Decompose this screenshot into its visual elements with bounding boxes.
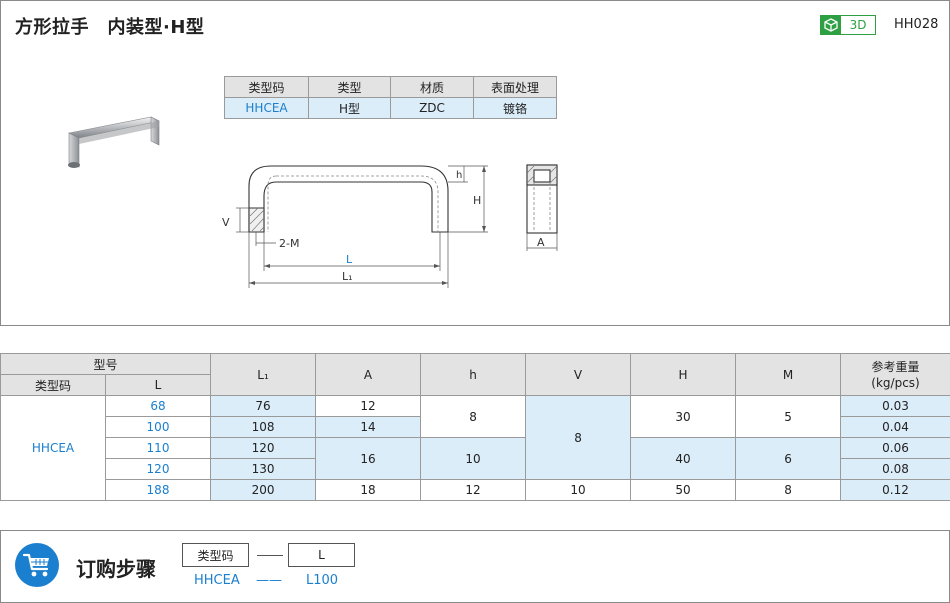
L1-cell: 120: [210, 437, 317, 459]
col-header-h: h: [420, 353, 527, 396]
L-cell: 100: [104, 416, 212, 438]
L-cell: 188: [104, 479, 212, 501]
type-code-cell: HHCEA: [0, 395, 106, 501]
3d-label: 3D: [849, 18, 867, 32]
model-group-header: 型号: [0, 353, 212, 375]
order-example-L: L100: [306, 573, 339, 588]
L1-cell: 108: [210, 416, 317, 438]
sub-header-type-code: 类型码: [0, 374, 106, 396]
M-cell: 8: [735, 479, 842, 501]
spec-header: 材质: [390, 76, 474, 98]
col-header-weight: 参考重量 (kg/pcs): [840, 353, 950, 396]
A-cell: 18: [315, 479, 422, 501]
L-cell: 120: [104, 458, 212, 480]
spec-header: 类型: [308, 76, 391, 98]
col-header-M: M: [735, 353, 842, 396]
dimensions-table: 型号 L₁ A h V H M 参考重量 (kg/pcs) 类型码 L HHCE…: [0, 353, 950, 501]
spec-cell: HHCEA: [224, 97, 309, 119]
weight-cell: 0.06: [840, 437, 950, 459]
spec-table: 类型码 类型 材质 表面处理 HHCEA H型 ZDC 镀铬: [224, 76, 557, 119]
V-cell: 10: [525, 479, 632, 501]
order-steps-panel: 订购步骤 类型码 L HHCEA —— L100: [0, 530, 950, 603]
weight-cell: 0.08: [840, 458, 950, 480]
order-box-L: L: [288, 543, 355, 567]
col-header-V: V: [525, 353, 632, 396]
cart-icon: [15, 543, 59, 587]
sub-header-L: L: [104, 374, 212, 396]
col-header-L1: L₁: [210, 353, 317, 396]
L1-cell: 130: [210, 458, 317, 480]
label-L: L: [346, 253, 353, 266]
order-example-dash: ——: [256, 573, 282, 588]
order-connector: [257, 555, 283, 556]
front-view-drawing: V h H 2-M L L₁: [222, 165, 488, 288]
H-cell: 40: [630, 437, 737, 480]
spec-cell: H型: [308, 97, 391, 119]
cube-icon: [821, 16, 841, 34]
spec-header: 表面处理: [473, 76, 557, 98]
order-steps-title: 订购步骤: [76, 557, 156, 581]
spec-cell: ZDC: [390, 97, 474, 119]
h-cell: 8: [420, 395, 527, 438]
label-V: V: [222, 216, 230, 229]
order-example-type-code: HHCEA: [194, 573, 240, 588]
handle-photo: [68, 116, 160, 168]
weight-cell: 0.04: [840, 416, 950, 438]
spec-cell: 镀铬: [473, 97, 557, 119]
M-cell: 5: [735, 395, 842, 438]
L1-cell: 76: [210, 395, 317, 417]
order-box-type-code: 类型码: [182, 543, 249, 567]
page-title: 方形拉手 内装型·H型: [15, 17, 205, 38]
product-code: HH028: [894, 17, 939, 32]
label-h: h: [456, 170, 462, 181]
weight-cell: 0.03: [840, 395, 950, 417]
product-panel: 方形拉手 内装型·H型 3D HH028 类型码 类型 材质 表面处理 HHCE…: [0, 0, 950, 326]
L1-cell: 200: [210, 479, 317, 501]
label-H: H: [473, 194, 481, 207]
A-cell: 12: [315, 395, 422, 417]
L-cell: 110: [104, 437, 212, 459]
side-view-drawing: A: [526, 164, 558, 251]
A-cell: 16: [315, 437, 422, 480]
V-cell: 8: [525, 395, 632, 480]
h-cell: 12: [420, 479, 527, 501]
L-cell: 68: [104, 395, 212, 417]
M-cell: 6: [735, 437, 842, 480]
H-cell: 50: [630, 479, 737, 501]
A-cell: 14: [315, 416, 422, 438]
label-L1: L₁: [342, 270, 353, 283]
label-A: A: [537, 236, 545, 249]
label-M: 2-M: [279, 237, 299, 250]
spec-header: 类型码: [224, 76, 309, 98]
weight-cell: 0.12: [840, 479, 950, 501]
col-header-A: A: [315, 353, 422, 396]
h-cell: 10: [420, 437, 527, 480]
H-cell: 30: [630, 395, 737, 438]
col-header-H: H: [630, 353, 737, 396]
3d-model-button[interactable]: 3D: [820, 15, 876, 35]
